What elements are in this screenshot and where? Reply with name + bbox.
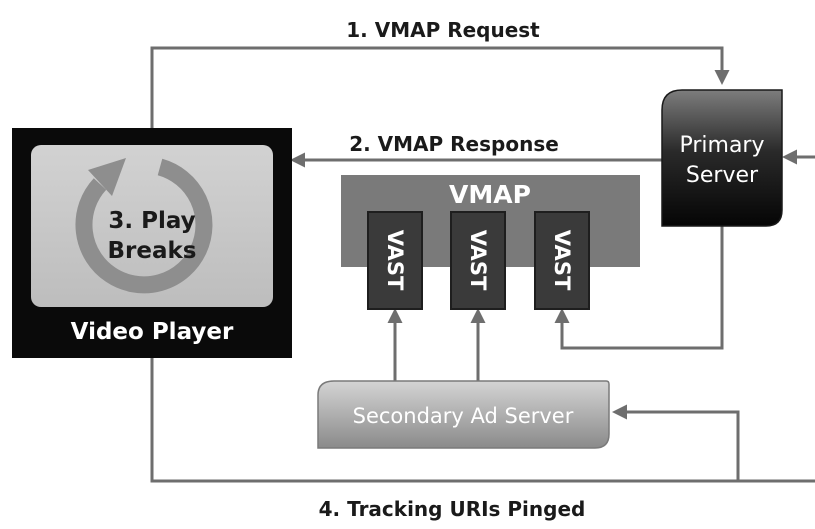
replay-icon (75, 158, 213, 294)
primary-to-vast-arrow (554, 226, 724, 350)
primary-server: Primary Server (661, 89, 783, 227)
vast-item-2: VAST (450, 211, 506, 310)
secondary-ad-server: Secondary Ad Server (317, 380, 610, 449)
primary-server-line2: Server (686, 163, 759, 188)
vast-label-2: VAST (466, 230, 490, 291)
vast-item-1: VAST (367, 211, 423, 310)
tracking-to-secondary-arrow (612, 404, 740, 481)
vast-item-3: VAST (534, 211, 590, 310)
vmap-label: VMAP (449, 180, 531, 209)
tracking-line (150, 358, 815, 483)
secondary-server-box (317, 380, 610, 449)
play-breaks-line2: Breaks (108, 238, 197, 264)
request-label: 1. VMAP Request (346, 18, 540, 42)
vmap-block: VMAP VAST VAST VAST (341, 175, 640, 310)
replay-arrowhead-icon (88, 158, 126, 196)
vast-label-3: VAST (550, 230, 574, 291)
primary-server-line1: Primary (679, 133, 764, 158)
video-player: 3. Play Breaks Video Player (12, 128, 292, 358)
tracking-label: 4. Tracking URIs Pinged (319, 497, 586, 521)
response-label: 2. VMAP Response (349, 132, 559, 156)
video-player-label: Video Player (71, 319, 234, 345)
primary-server-box (661, 89, 783, 227)
request-arrow (150, 46, 730, 128)
secondary-server-label: Secondary Ad Server (353, 404, 574, 428)
vast-label-1: VAST (383, 230, 407, 291)
play-breaks-line1: 3. Play (108, 208, 195, 234)
